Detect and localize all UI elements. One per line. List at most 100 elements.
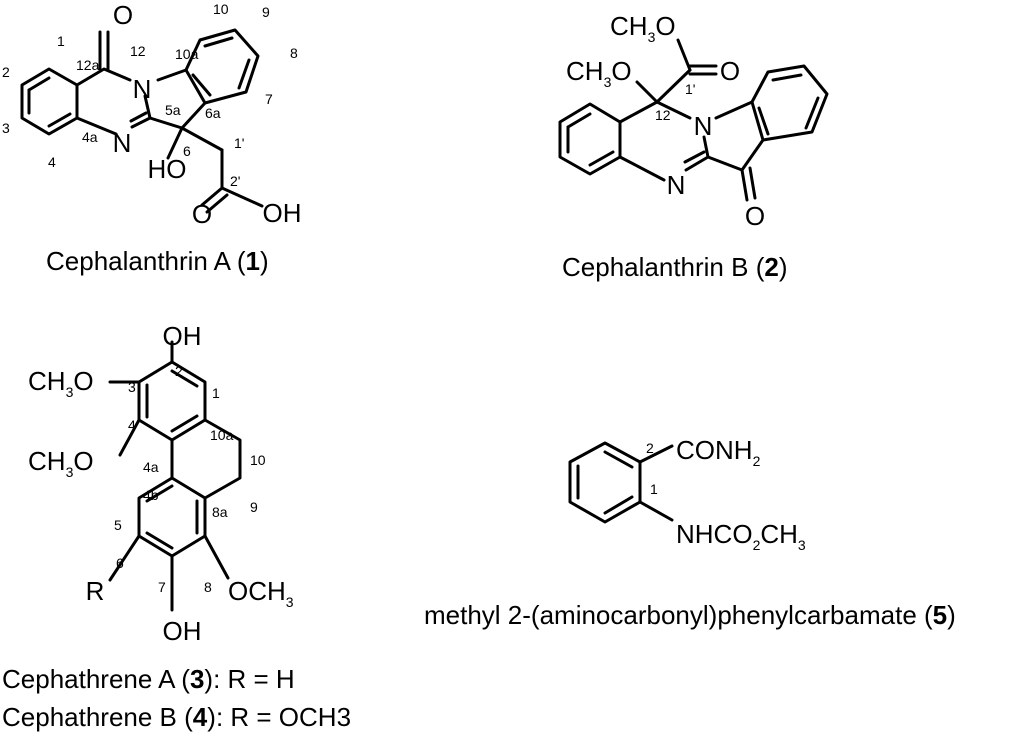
- c1-benzene-double-3: [47, 112, 72, 128]
- c5-atom-nhco2ch3: NHCO2CH3: [676, 519, 806, 553]
- c2-benzene-double-3: [588, 150, 615, 167]
- c2-atom-n-imine: N: [667, 170, 686, 200]
- c3-bottom-ring-double-1: [145, 484, 174, 503]
- c5-locant-1: 1: [650, 481, 658, 497]
- c5-nh-bond: [638, 500, 674, 522]
- c2-right-benzene: [750, 64, 829, 142]
- c1-atom-oh-acid: OH: [263, 198, 302, 228]
- c3-locant-5: 5: [114, 517, 122, 533]
- c1-ch2-bond: [180, 126, 224, 152]
- c2-ester-bond: [655, 68, 692, 104]
- c2-ketone-bond-2: [748, 166, 757, 200]
- c1-locant-7: 7: [265, 91, 273, 107]
- compound-3-structure: OH CH3O CH3O R OH OCH3 1 2 3 4 4a 4b 5 6…: [2, 321, 351, 732]
- c1-locant-2-prime: 2': [230, 173, 240, 189]
- c1-atom-o-acid: O: [192, 199, 212, 229]
- c1-right-benzene: [184, 28, 260, 105]
- c3-caption: Cephathrene A (3): R = H: [2, 664, 295, 694]
- c3-ome8-bond: [203, 534, 230, 580]
- c1-locant-10a: 10a: [175, 46, 199, 62]
- c1-locant-3: 3: [2, 120, 10, 136]
- c3-atom-ome-8: OCH3: [228, 576, 294, 610]
- c3-locant-9: 9: [250, 499, 258, 515]
- c1-caption-number: 1: [245, 246, 259, 276]
- c2-ome-bond: [635, 80, 659, 104]
- c2-caption-name: Cephalanthrin B: [562, 252, 748, 282]
- c3-atom-oh-top: OH: [163, 321, 202, 351]
- c3-atom-ome-3: CH3O: [28, 366, 94, 400]
- c5-conh2-bond: [638, 444, 674, 464]
- c2-atom-ome-ester: CH3O: [610, 11, 676, 45]
- c1-atom-o-carbonyl: O: [113, 0, 133, 30]
- c1-locant-6: 6: [183, 143, 191, 159]
- c1-caption: Cephalanthrin A (1): [46, 246, 269, 276]
- c2-imine-double: [683, 150, 706, 164]
- c3-bottom-ring: [137, 476, 207, 558]
- c4-caption-number: 4: [193, 702, 208, 732]
- c3-bottom-ring-double-2: [145, 531, 174, 550]
- c3-middle-ring: [170, 418, 242, 500]
- c1-locant-10: 10: [213, 1, 229, 17]
- c3-locant-4: 4: [128, 417, 136, 433]
- c1-locant-12a: 12a: [76, 57, 100, 73]
- c2-locant-12: 12: [655, 107, 671, 123]
- c3-top-ring-double-3: [170, 414, 199, 433]
- c3-locant-1: 1: [212, 385, 220, 401]
- c3-locant-2: 2: [175, 363, 183, 379]
- c1-right-benzene-double-3: [191, 73, 212, 97]
- c5-atom-conh2: CONH2: [676, 435, 761, 469]
- c4-caption-suffix: : R = OCH3: [216, 702, 351, 732]
- c3-atom-ome-4: CH3O: [28, 446, 94, 480]
- c3-r-bond: [108, 534, 141, 582]
- c4-caption: Cephathrene B (4): R = OCH3: [2, 702, 351, 732]
- c2-ketone-bond: [740, 168, 749, 202]
- compound-5-structure: CONH2 NHCO2CH3 1 2 methyl 2-(aminocarbon…: [424, 435, 956, 630]
- c1-hydroxyl-bond: [166, 126, 184, 160]
- c2-right-benzene-double-2: [804, 96, 820, 130]
- c3-locant-7: 7: [158, 579, 166, 595]
- c1-locant-12: 12: [130, 43, 146, 59]
- c1-atom-n-imine: N: [113, 128, 132, 158]
- c5-benzene-double-1: [603, 450, 634, 469]
- c3-top-ring-double-1: [170, 369, 199, 388]
- c2-pyrrole-ring: [706, 100, 765, 172]
- c1-benzene-double-1: [27, 76, 51, 92]
- c2-right-benzene-double-3: [757, 106, 770, 136]
- c1-locant-4: 4: [48, 154, 56, 170]
- c3-locant-8: 8: [204, 579, 212, 595]
- c2-atom-ome: CH3O: [566, 56, 632, 90]
- c2-atom-o-ester-carbonyl: O: [720, 56, 740, 86]
- c1-locant-9: 9: [262, 4, 270, 20]
- c3-locant-8a: 8a: [212, 504, 228, 520]
- c3-top-ring: [137, 360, 207, 442]
- c1-locant-8: 8: [290, 45, 298, 61]
- c1-locant-2: 2: [2, 64, 10, 80]
- compound-2-structure: CH3O CH3O O N N O 12 1' Cephalanthrin B …: [558, 11, 829, 282]
- c2-caption: Cephalanthrin B (2): [562, 252, 788, 282]
- c1-atom-n-ring: N: [133, 74, 152, 104]
- c1-imine-double: [129, 111, 148, 123]
- c3-atom-r: R: [86, 576, 105, 606]
- c3-locant-3: 3: [128, 379, 136, 395]
- compound-1-structure: O N N HO O OH 1 2 3 4 4a 12a 12 10a 5a 6…: [2, 0, 302, 276]
- c5-caption-number: 5: [933, 600, 947, 630]
- c1-atom-ho: HO: [148, 154, 187, 184]
- c2-right-benzene-double-1: [771, 73, 803, 82]
- c1-right-benzene-double-2: [237, 58, 251, 90]
- c3-caption-number: 3: [190, 664, 204, 694]
- c2-locant-1-prime: 1': [685, 81, 695, 97]
- c3-ome4-bond: [118, 418, 141, 457]
- c5-caption: methyl 2-(aminocarbonyl)phenylcarbamate …: [424, 600, 956, 630]
- c1-locant-1: 1: [57, 33, 65, 49]
- c4-caption-name: Cephathrene B: [2, 702, 177, 732]
- c3-locant-10a: 10a: [210, 427, 234, 443]
- c5-benzene-double-3: [603, 495, 634, 515]
- c3-locant-4b: 4b: [143, 487, 159, 503]
- c2-atom-n-ring: N: [694, 111, 713, 141]
- c1-locant-4a: 4a: [82, 129, 98, 145]
- c5-benzene-ring: [568, 441, 642, 524]
- c1-acid-co: [200, 186, 224, 207]
- c1-locant-1-prime: 1': [234, 135, 244, 151]
